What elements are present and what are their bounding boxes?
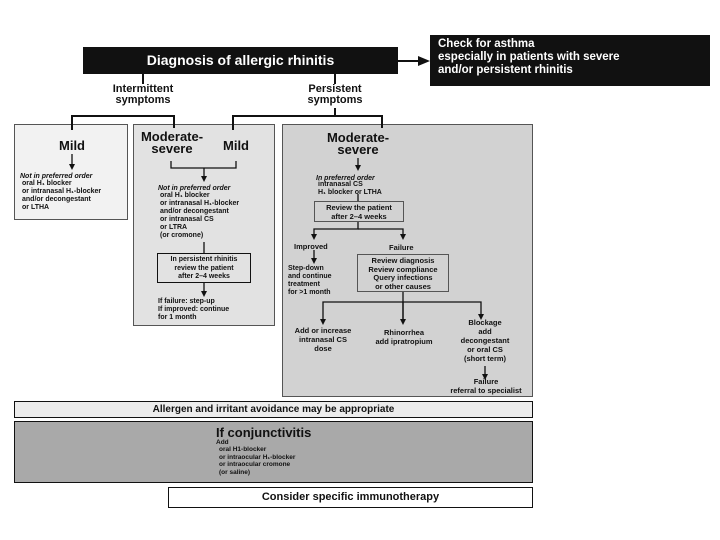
middle-review-box: In persistent rhinitis review the patien… <box>157 253 251 283</box>
stepdown-text: Step-down and continue treatment for >1 … <box>288 265 332 296</box>
middle-mild-heading: Mild <box>223 138 249 153</box>
conjunctivitis-add: Add <box>216 439 229 446</box>
conjunctivitis-items: oral H1-blocker or intraocular H₁-blocke… <box>219 446 296 476</box>
middle-moderate-heading: Moderate- severe <box>140 129 204 156</box>
middle-items: oral H₁ blocker or intranasal H₁-blocker… <box>160 192 240 239</box>
diagnosis-title-box: Diagnosis of allergic rhinitis <box>83 47 398 74</box>
improved-label: Improved <box>294 242 328 251</box>
immunotherapy-box: Consider specific immunotherapy <box>168 487 533 508</box>
blockage-text: Blockage add decongestant or oral CS (sh… <box>460 318 510 363</box>
diagnosis-title: Diagnosis of allergic rhinitis <box>146 52 335 68</box>
right-review-box: Review the patient after 2–4 weeks <box>314 201 404 222</box>
referral-text: Failure referral to specialist <box>450 377 522 395</box>
intermittent-label: Intermittent symptoms <box>93 84 193 106</box>
mild-heading: Mild <box>59 138 85 153</box>
asthma-note: Check for asthma especially in patients … <box>438 38 620 76</box>
add-cs-text: Add or increase intranasal CS dose <box>294 326 352 353</box>
immunotherapy-text: Consider specific immunotherapy <box>261 491 440 503</box>
mild-box <box>14 124 128 220</box>
right-items: intranasal CS H₁ blocker or LTHA <box>318 181 382 196</box>
avoidance-text: Allergen and irritant avoidance may be a… <box>152 404 395 415</box>
conjunctivitis-heading: If conjunctivitis <box>216 425 312 440</box>
middle-order: Not in preferred order <box>158 185 231 192</box>
mild-items: oral H₁ blocker or intranasal H₁-blocker… <box>22 180 102 211</box>
asthma-note-box: Check for asthma especially in patients … <box>430 35 710 86</box>
right-order: In preferred order <box>316 175 375 182</box>
right-moderate-heading: Moderate- severe <box>326 130 390 157</box>
avoidance-bar: Allergen and irritant avoidance may be a… <box>14 401 533 418</box>
conjunctivitis-box <box>14 421 533 483</box>
persistent-label: Persistent symptoms <box>285 84 385 106</box>
right-box <box>282 124 533 397</box>
mild-order: Not in preferred order <box>20 173 93 180</box>
middle-outcome: If failure: step-up If improved: continu… <box>158 298 230 321</box>
review-diagnosis-box: Review diagnosis Review compliance Query… <box>357 254 449 292</box>
failure-label: Failure <box>389 243 414 252</box>
rhinorrhea-text: Rhinorrhea add ipratropium <box>375 328 433 346</box>
